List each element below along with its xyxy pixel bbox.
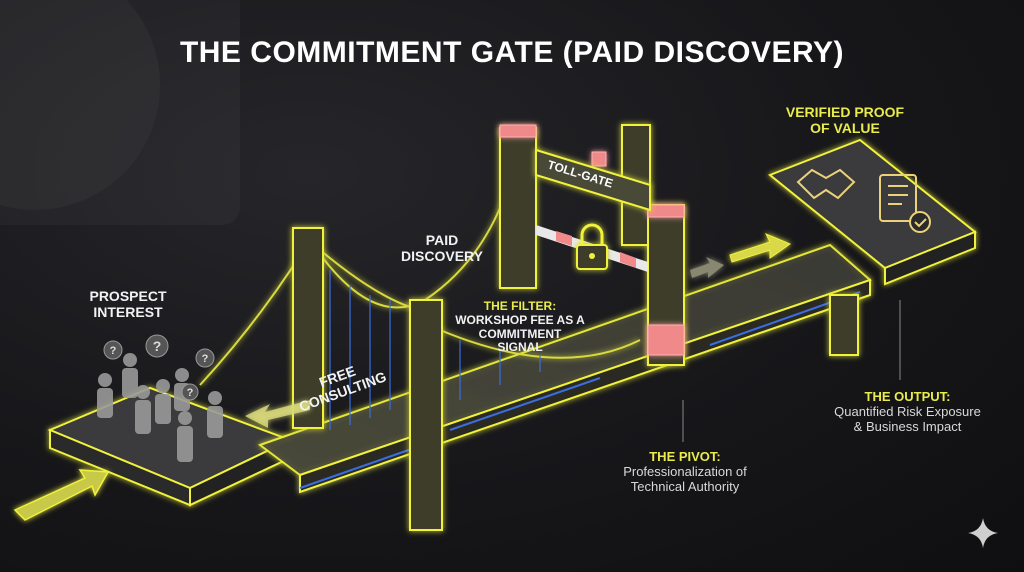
- question-marks: ????: [110, 338, 209, 399]
- output-heading: THE OUTPUT:: [864, 389, 951, 404]
- page-title: THE COMMITMENT GATE (PAID DISCOVERY): [179, 36, 845, 69]
- prospect-interest-label: PROSPECT INTEREST: [89, 288, 167, 321]
- pivot-heading: THE PIVOT:: [649, 449, 721, 464]
- svg-text:?: ?: [110, 345, 117, 357]
- handshake-icon: [796, 168, 856, 200]
- pivot-text: Professionalization of Technical Authori…: [623, 463, 747, 494]
- lock-icon: [576, 223, 608, 270]
- hangers: [329, 270, 541, 430]
- paid-discovery-label: PAID DISCOVERY: [401, 232, 483, 265]
- towers: [292, 124, 685, 531]
- verified-proof-label: VERIFIED PROOF OF VALUE: [785, 104, 905, 137]
- svg-text:?: ?: [153, 338, 162, 354]
- toll-gate-beam: [535, 148, 651, 212]
- svg-text:?: ?: [187, 387, 194, 399]
- svg-text:?: ?: [202, 353, 209, 365]
- output-text: Quantified Risk Exposure & Business Impa…: [834, 403, 981, 434]
- flow-arrows: [13, 233, 792, 521]
- pivot-callout: THE PIVOT: Professionalization of Techni…: [600, 449, 770, 495]
- filter-heading: THE FILTER:: [483, 299, 557, 313]
- sparkle-icon: [968, 518, 998, 548]
- question-bubbles: [103, 334, 215, 401]
- right-platform: [768, 138, 977, 356]
- gate-caps: [499, 124, 685, 356]
- output-callout: THE OUTPUT: Quantified Risk Exposure & B…: [830, 389, 985, 435]
- prospect-people: [97, 353, 223, 462]
- filter-callout: THE FILTER: WORKSHOP FEE AS A COMMITMENT…: [455, 299, 585, 355]
- document-check-icon: [879, 174, 931, 233]
- filter-text: WORKSHOP FEE AS A COMMITMENT SIGNAL: [455, 312, 585, 355]
